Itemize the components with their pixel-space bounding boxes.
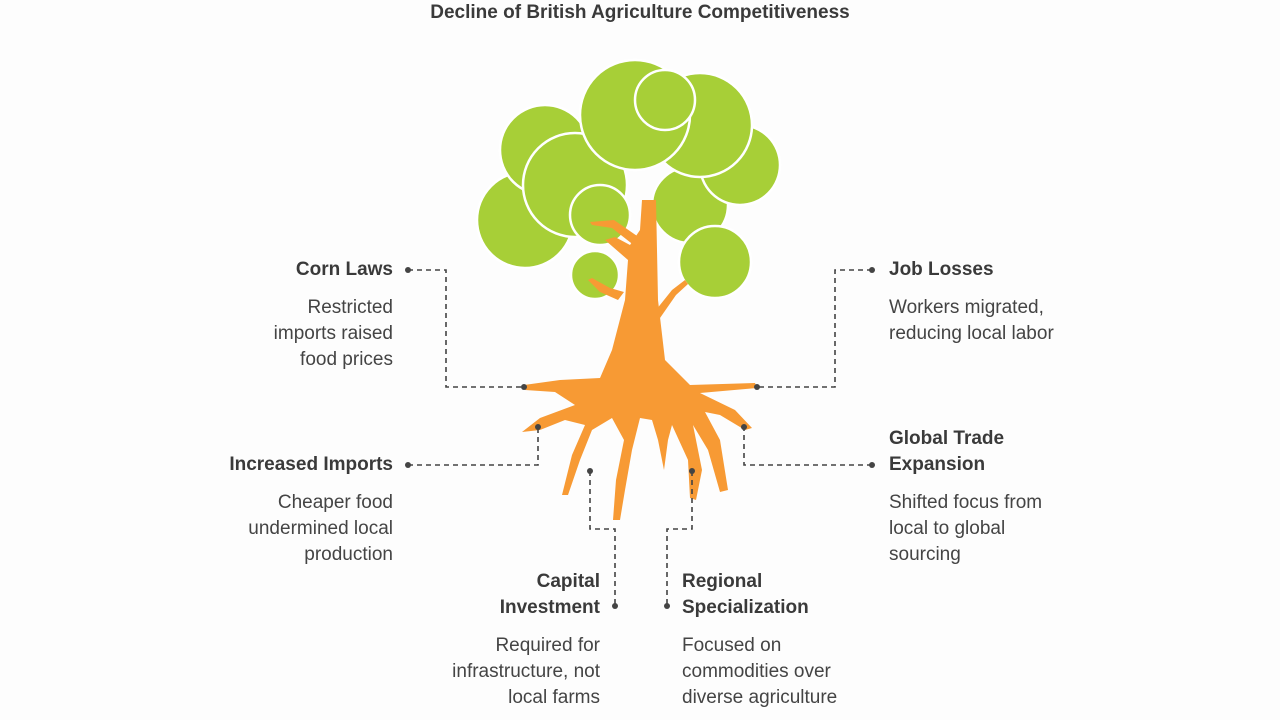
connector-increased-imports [408, 427, 539, 466]
connector-job-losses [757, 269, 872, 388]
connector-capital-investment [589, 471, 616, 606]
corn-laws-description: Restricted imports raised food prices [273, 297, 393, 370]
item-corn-laws: Corn Laws Restricted imports raised food… [203, 257, 393, 373]
increased-imports-heading: Increased Imports [229, 454, 393, 475]
tree-trunk [522, 200, 757, 520]
regional-specialization-heading: Regional Specialization [682, 571, 809, 618]
item-job-losses: Job Losses Workers migrated, reducing lo… [889, 257, 1074, 347]
global-trade-heading: Global Trade Expansion [889, 428, 1005, 475]
item-global-trade-expansion: Global Trade Expansion Shifted focus fro… [889, 426, 1049, 568]
item-regional-specialization: Regional Specialization Focused on commo… [682, 569, 872, 711]
increased-imports-description: Cheaper food undermined local production [248, 492, 393, 565]
capital-investment-heading: Capital Investment [499, 571, 600, 618]
connectors [408, 269, 872, 606]
corn-laws-heading: Corn Laws [295, 259, 393, 280]
connector-dots [405, 267, 875, 609]
connector-corn-laws [408, 269, 524, 388]
job-losses-description: Workers migrated, reducing local labor [889, 297, 1054, 344]
connector-regional-specialization [666, 471, 693, 606]
global-trade-description: Shifted focus from local to global sourc… [889, 492, 1043, 565]
tree-foliage [475, 58, 782, 301]
capital-investment-description: Required for infrastructure, not local f… [452, 635, 600, 708]
item-increased-imports: Increased Imports Cheaper food undermine… [193, 452, 393, 568]
item-capital-investment: Capital Investment Required for infrastr… [415, 569, 600, 711]
job-losses-heading: Job Losses [889, 259, 994, 280]
diagram-title: Decline of British Agriculture Competiti… [430, 2, 850, 23]
connector-global-trade [743, 427, 872, 466]
regional-specialization-description: Focused on commodities over diverse agri… [682, 635, 838, 708]
